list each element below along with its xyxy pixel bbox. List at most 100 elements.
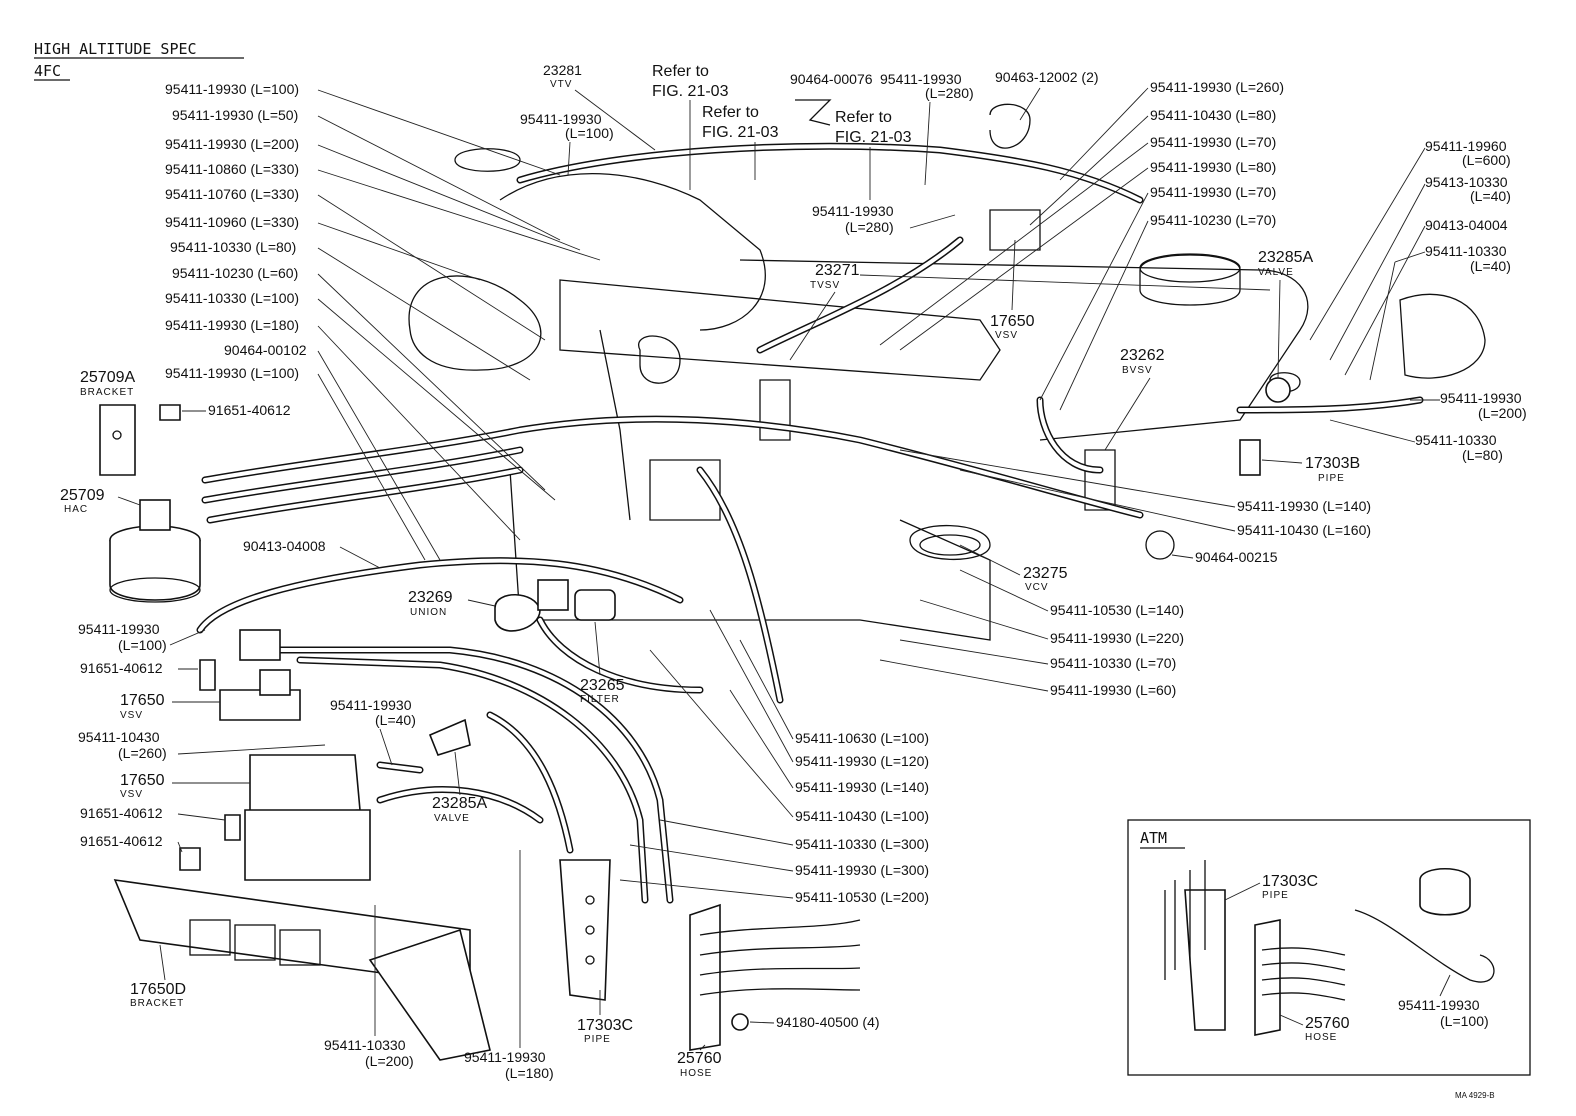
label-23281-name: VTV (550, 79, 572, 90)
hac-unit (109, 499, 201, 603)
right-top-label-6: 95411-10230 (L=70) (1150, 212, 1276, 228)
label-95411-r200-num: 95411-19930 (1440, 390, 1522, 406)
left-label-6: 95411-10960 (L=330) (165, 214, 299, 230)
filter-23265-shape (574, 589, 616, 621)
label-95411-r80-len: (L=80) (1462, 447, 1503, 463)
label-23262-name: BVSV (1122, 365, 1153, 376)
bottom-label-2: 95411-19930 (L=120) (795, 753, 929, 769)
label-23269-num: 23269 (408, 589, 453, 606)
atm-pipe-name: PIPE (1262, 890, 1289, 901)
clamp-90464-00215-shape (1145, 530, 1175, 560)
ref-a-line2: FIG. 21-03 (652, 83, 729, 100)
label-25709-num: 25709 (60, 487, 105, 504)
label-23285a-top-num: 23285A (1258, 249, 1313, 266)
clip-90464-00076-shape (795, 99, 832, 126)
vsv-17650-low-shape (244, 754, 371, 881)
atm-hose-num: 25760 (1305, 1015, 1350, 1032)
label-95411-mid-len: (L=280) (845, 219, 894, 235)
ref-b-line2: FIG. 21-03 (702, 124, 779, 141)
right-mid-label-1: 95411-19930 (L=140) (1237, 498, 1371, 514)
label-95411-l100-num: 95411-19930 (78, 621, 160, 637)
label-23281-num: 23281 (543, 62, 582, 78)
label-17650-top-num: 17650 (990, 313, 1035, 330)
left-label-12: 95411-19930 (L=100) (165, 365, 299, 381)
right-top-label-1: 95411-19930 (L=260) (1150, 79, 1284, 95)
label-23285a-low-name: VALVE (434, 813, 470, 824)
vsv-17650-mid-shape (219, 629, 301, 721)
label-25760-num: 25760 (677, 1050, 722, 1067)
left-label-8: 95411-10230 (L=60) (172, 265, 298, 281)
left-label-4: 95411-10860 (L=330) (165, 161, 299, 177)
pipe-17303c-shape (559, 859, 611, 1001)
left-label-10: 95411-19930 (L=180) (165, 317, 299, 333)
valve-23285a-top-shape (1265, 377, 1291, 403)
bottom-label-6: 95411-19930 (L=300) (795, 862, 929, 878)
label-17303b-num: 17303B (1305, 455, 1360, 472)
atm-valve-shape (1419, 868, 1471, 916)
ref-b-line1: Refer to (702, 104, 759, 121)
bottom-label-3: 95411-19930 (L=140) (795, 779, 929, 795)
label-94180-40500: 94180-40500 (4) (776, 1014, 880, 1030)
bracket-25709a-shape (99, 404, 136, 476)
label-23285a-low-num: 23285A (432, 795, 487, 812)
left-label-group: 95411-19930 (L=100) 95411-19930 (L=50) 9… (165, 81, 601, 561)
footer-code: MA 4929-B (1455, 1091, 1495, 1100)
bolt-91651-top-shape (159, 404, 181, 421)
right-mid-label-6: 95411-10330 (L=70) (1050, 655, 1176, 671)
valve-23285a-low-shape (428, 718, 471, 756)
label-95411-l40-num: 95411-19930 (330, 697, 412, 713)
label-91651-top: 91651-40612 (208, 402, 291, 418)
ref-c-line1: Refer to (835, 109, 892, 126)
label-23269-name: UNION (410, 607, 447, 618)
hose-bundle (196, 142, 1424, 904)
label-17650-low-num: 17650 (120, 772, 165, 789)
diagram-title: HIGH ALTITUDE SPEC (34, 40, 197, 58)
bottom-center-label-group: 95411-10630 (L=100) 95411-19930 (L=120) … (619, 609, 929, 905)
atm-hose-shape (1254, 919, 1281, 1036)
bottom-label-1: 95411-10630 (L=100) (795, 730, 929, 746)
label-23265-name: FILTER (580, 694, 620, 705)
right-top-label-2: 95411-10430 (L=80) (1150, 107, 1276, 123)
label-91651-mid: 91651-40612 (80, 660, 163, 676)
label-95411-l260-num: 95411-10430 (78, 729, 160, 745)
label-90464-00076: 90464-00076 (790, 71, 873, 87)
right-top-label-3: 95411-19930 (L=70) (1150, 134, 1276, 150)
label-95411-r80-num: 95411-10330 (1415, 432, 1497, 448)
label-95411-b180-len: (L=180) (505, 1065, 554, 1081)
left-label-2: 95411-19930 (L=50) (172, 107, 298, 123)
label-91651-low1: 91651-40612 (80, 805, 163, 821)
bolt-91651-low2-shape (179, 847, 201, 871)
label-90463-12002: 90463-12002 (2) (995, 69, 1099, 85)
left-label-1: 95411-19930 (L=100) (165, 81, 299, 97)
label-17650-mid-name: VSV (120, 710, 143, 721)
label-17650-top-name: VSV (995, 330, 1018, 341)
right-mid-label-5: 95411-19930 (L=220) (1050, 630, 1184, 646)
hose-25760-shape (689, 903, 861, 1051)
label-17650d-num: 17650D (130, 981, 186, 998)
right-top-label-5: 95411-19930 (L=70) (1150, 184, 1276, 200)
label-95411-b200-len: (L=200) (365, 1053, 414, 1069)
atm-inset: ATM 17303C PIPE 25760 HOSE 95411-19930 (… (1127, 819, 1531, 1076)
ref-c-line2: FIG. 21-03 (835, 129, 912, 146)
label-17303c-num: 17303C (577, 1017, 633, 1034)
atm-pipe-shape (1184, 889, 1226, 1031)
label-23285a-top-name: VALVE (1258, 267, 1294, 278)
label-25760-name: HOSE (680, 1068, 712, 1079)
right-mid-label-3: 90464-00215 (1195, 549, 1278, 565)
bottom-label-5: 95411-10330 (L=300) (795, 836, 929, 852)
ref-a-line1: Refer to (652, 63, 709, 80)
label-95411-r40-len: (L=40) (1470, 258, 1511, 274)
label-95411-b200-num: 95411-10330 (324, 1037, 406, 1053)
label-91651-low2: 91651-40612 (80, 833, 163, 849)
label-95411-l100-len: (L=100) (118, 637, 167, 653)
label-95413-len: (L=40) (1470, 188, 1511, 204)
right-top-label-group: 95411-19930 (L=260) 95411-10430 (L=80) 9… (879, 79, 1284, 411)
label-17650-mid-num: 17650 (120, 692, 165, 709)
bottom-label-7: 95411-10530 (L=200) (795, 889, 929, 905)
label-23271-num: 23271 (815, 262, 860, 279)
label-95411-19960-len: (L=600) (1462, 152, 1511, 168)
label-95411-l260-len: (L=260) (118, 745, 167, 761)
pipe-17303b-shape (1239, 439, 1261, 476)
bolt-91651-low1-shape (224, 814, 241, 841)
